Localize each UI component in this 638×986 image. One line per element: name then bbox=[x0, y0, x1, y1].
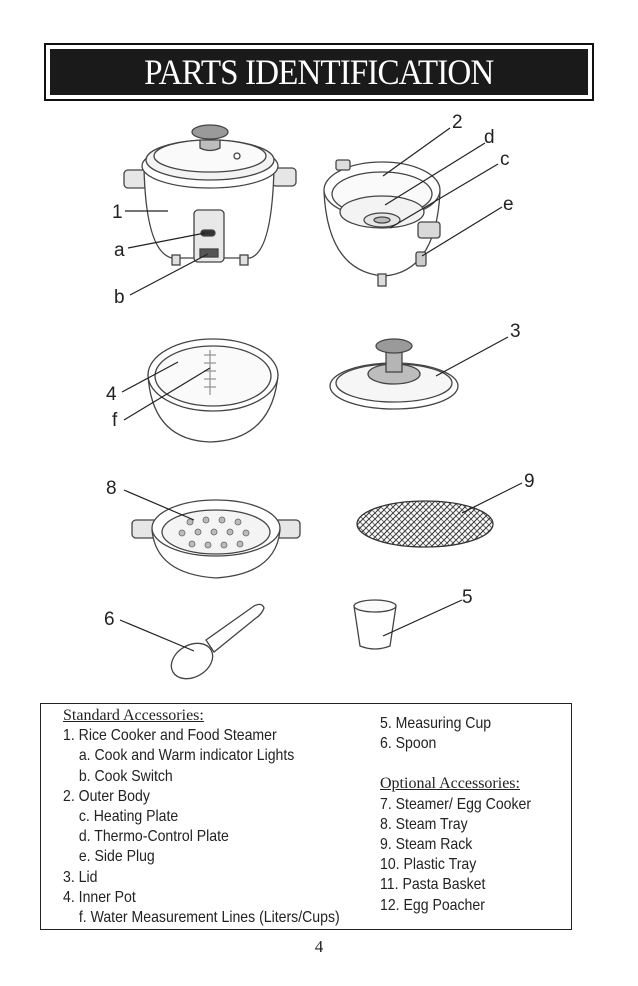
right-accessories-list: 5. Measuring Cup 6. Spoon Optional Acces… bbox=[380, 714, 552, 916]
lid-drawing bbox=[329, 338, 459, 410]
list-item: 4. Inner Pot bbox=[63, 888, 136, 906]
list-item: 11. Pasta Basket bbox=[380, 876, 486, 894]
list-item: 3. Lid bbox=[63, 868, 98, 886]
inner-pot-drawing bbox=[147, 338, 279, 443]
list-item: 7. Steamer/ Egg Cooker bbox=[380, 795, 532, 813]
callout-a: a bbox=[114, 240, 125, 261]
callout-6: 6 bbox=[104, 609, 115, 630]
rice-cooker-drawing bbox=[123, 124, 297, 266]
callout-1: 1 bbox=[112, 202, 123, 223]
title-banner-fill: PARTS IDENTIFICATION bbox=[50, 49, 588, 95]
callout-b: b bbox=[114, 287, 125, 308]
optional-accessories-heading: Optional Accessories: bbox=[380, 775, 520, 793]
callout-3: 3 bbox=[510, 321, 521, 342]
list-item: 5. Measuring Cup bbox=[380, 715, 492, 732]
measuring-cup-drawing bbox=[353, 599, 397, 650]
callout-9: 9 bbox=[524, 471, 535, 492]
standard-accessories-heading: Standard Accessories: bbox=[63, 707, 204, 724]
callout-2: 2 bbox=[452, 112, 463, 133]
list-item: 10. Plastic Tray bbox=[380, 856, 477, 874]
list-item: f. Water Measurement Lines (Liters/Cups) bbox=[78, 909, 340, 927]
outer-body-drawing bbox=[323, 159, 441, 287]
callout-f: f bbox=[112, 410, 118, 431]
list-item: 12. Egg Poacher bbox=[380, 896, 485, 914]
list-item: 6. Spoon bbox=[380, 735, 437, 753]
list-item: a. Cook and Warm indicator Lights bbox=[78, 747, 295, 765]
page-title: PARTS IDENTIFICATION bbox=[144, 52, 494, 92]
callout-4: 4 bbox=[106, 384, 117, 405]
callout-8: 8 bbox=[106, 478, 117, 499]
list-item: 2. Outer Body bbox=[63, 787, 150, 805]
list-item: e. Side Plug bbox=[78, 848, 155, 866]
parts-illustration: 1 a b 2 d c e 3 4 f 8 9 6 5 bbox=[104, 112, 535, 680]
list-item: c. Heating Plate bbox=[78, 808, 179, 826]
leader-lines bbox=[119, 127, 523, 652]
list-item: 9. Steam Rack bbox=[380, 836, 473, 854]
page-number: 4 bbox=[314, 937, 324, 956]
callout-e: e bbox=[503, 194, 514, 215]
list-item: d. Thermo-Control Plate bbox=[78, 828, 229, 846]
callout-c: c bbox=[500, 149, 510, 170]
list-item: 8. Steam Tray bbox=[380, 815, 468, 833]
accessories-box: Standard Accessories: 1. Rice Cooker and… bbox=[40, 703, 572, 930]
spoon-drawing bbox=[170, 603, 265, 680]
steam-rack-drawing bbox=[356, 500, 494, 548]
list-item: b. Cook Switch bbox=[78, 767, 173, 785]
callout-5: 5 bbox=[462, 587, 473, 608]
standard-accessories-list: Standard Accessories: 1. Rice Cooker and… bbox=[63, 706, 377, 928]
title-banner: PARTS IDENTIFICATION bbox=[44, 43, 594, 101]
callout-d: d bbox=[484, 127, 495, 148]
list-item: 1. Rice Cooker and Food Steamer bbox=[63, 727, 277, 745]
steam-tray-drawing bbox=[131, 499, 301, 579]
